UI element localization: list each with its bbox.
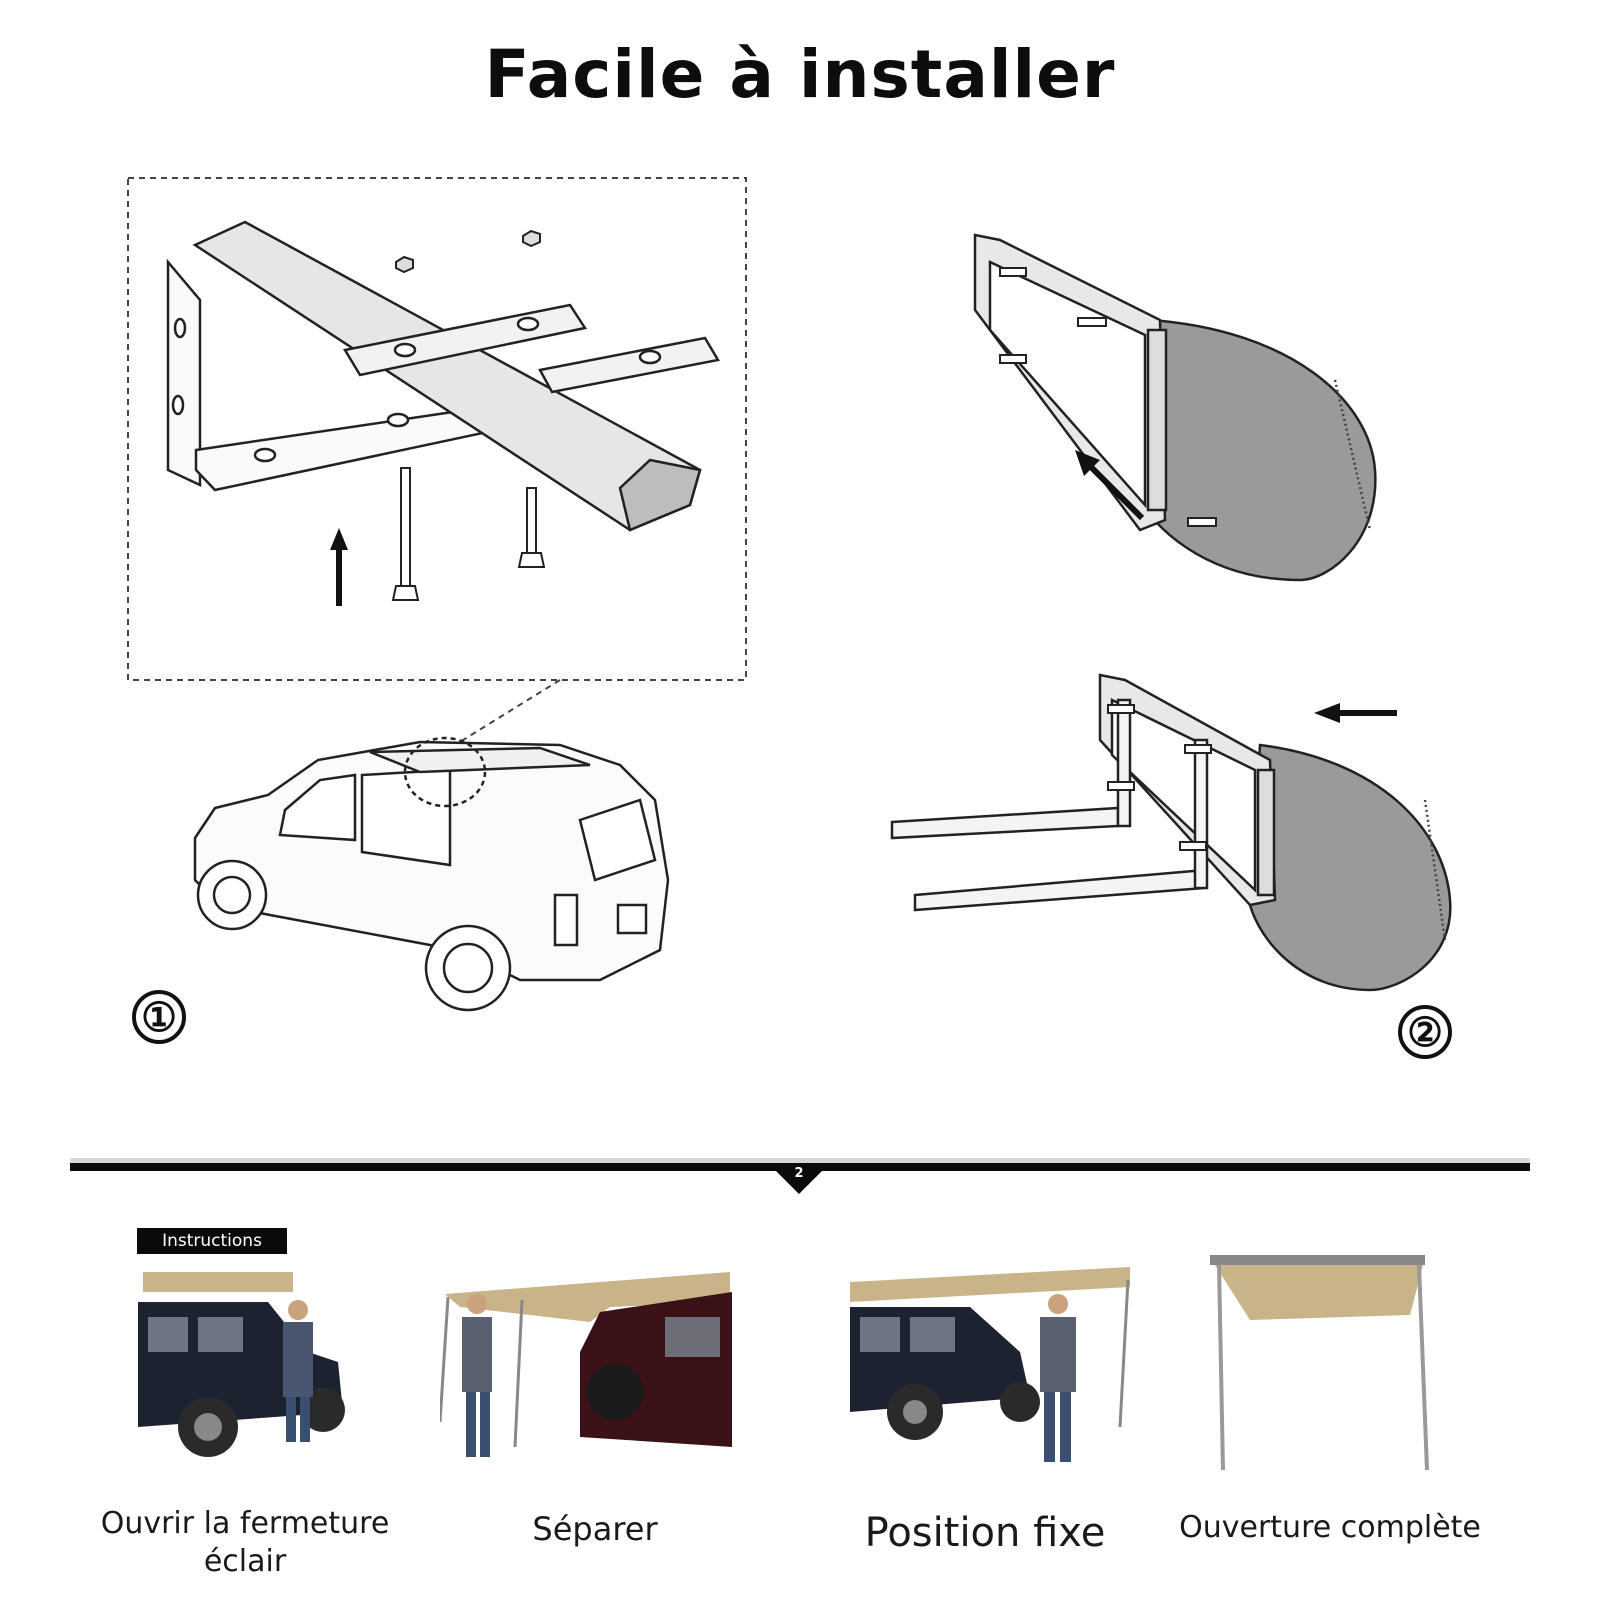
nuts xyxy=(395,229,541,274)
awning-roll-bottom xyxy=(1098,673,1452,992)
detail-box xyxy=(127,177,747,681)
caption-separate: Séparer xyxy=(532,1510,658,1548)
installation-diagram xyxy=(127,177,1452,1012)
divider-number: 2 xyxy=(794,1166,804,1181)
caption-full-open: Ouverture complète xyxy=(1179,1510,1481,1545)
divider-shadow xyxy=(70,1158,1530,1163)
up-arrow-icon xyxy=(330,528,348,606)
photo-full-open xyxy=(1205,1250,1435,1475)
awning-screws-bottom xyxy=(1107,704,1212,851)
section-divider xyxy=(70,1163,1530,1171)
caption-open-zipper: Ouvrir la fermeture éclair xyxy=(100,1506,390,1579)
photo-fixed-position xyxy=(850,1262,1132,1477)
detail-leader xyxy=(454,679,561,746)
instructions-label: Instructions xyxy=(137,1228,287,1254)
divider-notch xyxy=(773,1168,825,1194)
photo-open-zipper xyxy=(138,1262,348,1477)
diagonal-arrow-icon xyxy=(1075,450,1145,521)
suv-illustration xyxy=(193,736,670,1012)
roof-rail xyxy=(192,220,702,532)
awning-roll-top xyxy=(973,233,1377,582)
page-title: Facile à installer xyxy=(484,36,1116,113)
photo-separate xyxy=(440,1262,732,1477)
step-1-label: ① xyxy=(132,990,186,1044)
caption-fixed-position: Position fixe xyxy=(864,1510,1106,1556)
awning-screws-top xyxy=(999,267,1217,527)
cross-plates xyxy=(343,303,720,394)
step-2-label: ② xyxy=(1398,1005,1452,1059)
bolts xyxy=(391,467,546,601)
left-arrow-icon xyxy=(1314,703,1397,723)
